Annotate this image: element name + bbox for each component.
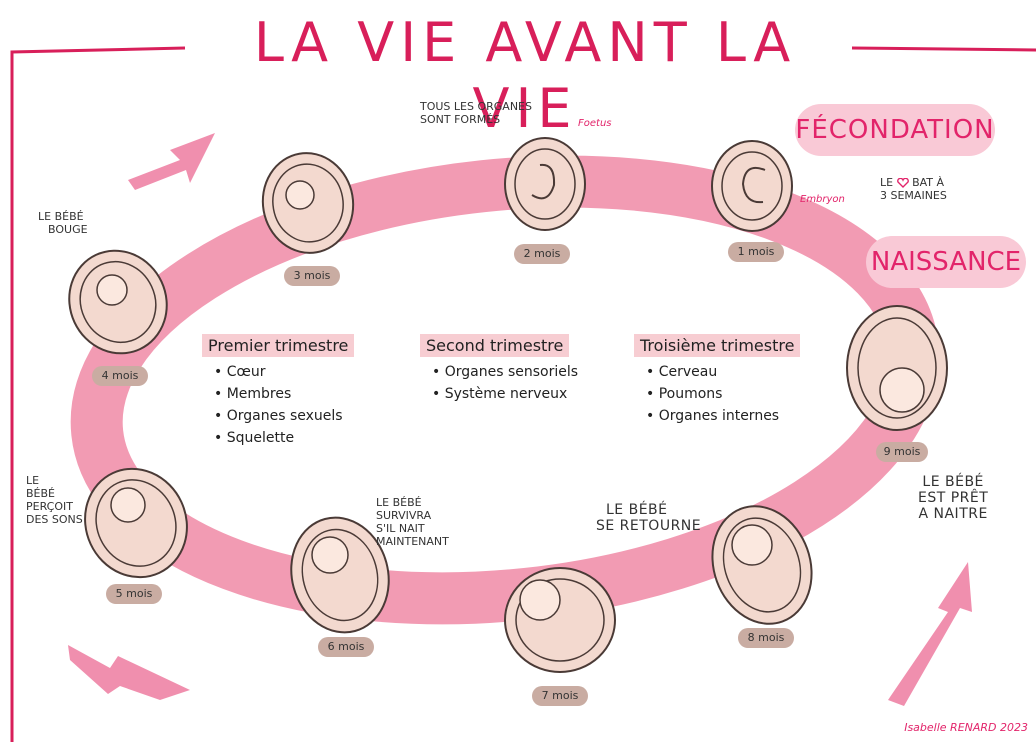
womb-5-mois-icon [84, 467, 188, 579]
list-item: Membres [214, 383, 354, 405]
note-heart-suffix-2: 3 SEMAINES [880, 189, 947, 202]
month-badge-4: 4 mois [92, 366, 148, 386]
note-heart-prefix: LE [880, 176, 894, 189]
list-item: Organes sexuels [214, 405, 354, 427]
note-line: LE BÉBÉ [606, 502, 668, 518]
note-organs-formed: TOUS LES ORGANES SONT FORMÉS [420, 100, 532, 126]
note-line: LE BÉBÉ [376, 496, 422, 509]
embryon-label: Embryon [800, 194, 845, 205]
note-baby-hears: LE BÉBÉ PERÇOIT DES SONS [26, 474, 83, 526]
trimester-3: Troisième trimestre Cerveau Poumons Orga… [634, 334, 801, 427]
month-badge-8: 8 mois [738, 628, 794, 648]
trimester-3-list: Cerveau Poumons Organes internes [646, 361, 800, 427]
note-line: A NAITRE [918, 506, 988, 522]
trimester-2-list: Organes sensoriels Système nerveux [432, 361, 578, 405]
arrow-bottom-left-icon [68, 645, 190, 700]
trimester-1-title: Premier trimestre [202, 334, 355, 357]
list-item: Cerveau [646, 361, 800, 383]
note-line: LE BÉBÉ [38, 210, 84, 223]
note-line: EST PRÊT [918, 490, 989, 506]
list-item: Cœur [214, 361, 354, 383]
heart-icon [896, 178, 909, 188]
note-line: PERÇOIT [26, 500, 73, 513]
note-heart-line-1: LE BAT À [880, 176, 947, 189]
note-baby-moves: LE BÉBÉ BOUGE [38, 210, 88, 236]
frame-lines [10, 46, 1036, 742]
list-item: Système nerveux [432, 383, 578, 405]
month-badge-2: 2 mois [514, 244, 570, 264]
womb-1-mois-icon [711, 140, 793, 232]
month-badge-6: 6 mois [318, 637, 374, 657]
womb-9-mois-icon [846, 305, 948, 431]
note-baby-ready: LE BÉBÉ EST PRÊT A NAITRE [918, 474, 988, 522]
womb-8-mois-icon [711, 505, 813, 625]
note-line: MAINTENANT [376, 535, 449, 548]
note-line: DES SONS [26, 513, 83, 526]
note-heart: LE BAT À 3 SEMAINES [880, 176, 947, 202]
list-item: Organes sensoriels [432, 361, 578, 383]
month-badge-9: 9 mois [876, 442, 928, 462]
note-line: LE BÉBÉ [922, 474, 984, 490]
womb-3-mois-icon [261, 152, 355, 254]
month-badge-1: 1 mois [728, 242, 784, 262]
fecondation-label: FÉCONDATION [795, 115, 995, 145]
womb-7-mois-icon [504, 567, 616, 673]
arrow-top-left-icon [128, 133, 215, 190]
note-line: SURVIVRA [376, 509, 432, 522]
womb-4-mois-icon [68, 249, 168, 355]
womb-6-mois-icon [290, 516, 390, 634]
trimester-2: Second trimestre Organes sensoriels Syst… [420, 334, 578, 405]
fecondation-cloud: FÉCONDATION [795, 104, 995, 156]
note-line: TOUS LES ORGANES [420, 100, 532, 113]
list-item: Poumons [646, 383, 800, 405]
month-badge-7: 7 mois [532, 686, 588, 706]
author-signature: Isabelle RENARD 2023 [904, 721, 1028, 734]
arrow-bottom-right-icon [888, 562, 972, 706]
trimester-1: Premier trimestre Cœur Membres Organes s… [202, 334, 355, 449]
womb-2-mois-icon [504, 137, 586, 231]
note-line: BOUGE [48, 223, 88, 236]
month-badge-5: 5 mois [106, 584, 162, 604]
foetus-label: Foetus [578, 118, 612, 129]
note-line: BÉBÉ [26, 487, 55, 500]
note-heart-suffix-1: BAT À [912, 176, 945, 189]
month-badge-3: 3 mois [284, 266, 340, 286]
note-line: SE RETOURNE [596, 518, 702, 534]
note-line: SONT FORMÉS [420, 113, 501, 126]
note-line: LE [26, 474, 40, 487]
naissance-label: NAISSANCE [870, 247, 1022, 277]
note-line: S'IL NAIT [376, 522, 425, 535]
trimester-2-title: Second trimestre [420, 334, 570, 357]
page-title: LA VIE AVANT LA VIE [253, 11, 797, 140]
list-item: Organes internes [646, 405, 800, 427]
trimester-3-title: Troisième trimestre [634, 334, 801, 357]
naissance-cloud: NAISSANCE [866, 236, 1026, 288]
note-baby-survives: LE BÉBÉ SURVIVRA S'IL NAIT MAINTENANT [376, 496, 449, 548]
list-item: Squelette [214, 427, 354, 449]
note-baby-turns: LE BÉBÉ SE RETOURNE [596, 502, 701, 534]
trimester-1-list: Cœur Membres Organes sexuels Squelette [214, 361, 354, 449]
